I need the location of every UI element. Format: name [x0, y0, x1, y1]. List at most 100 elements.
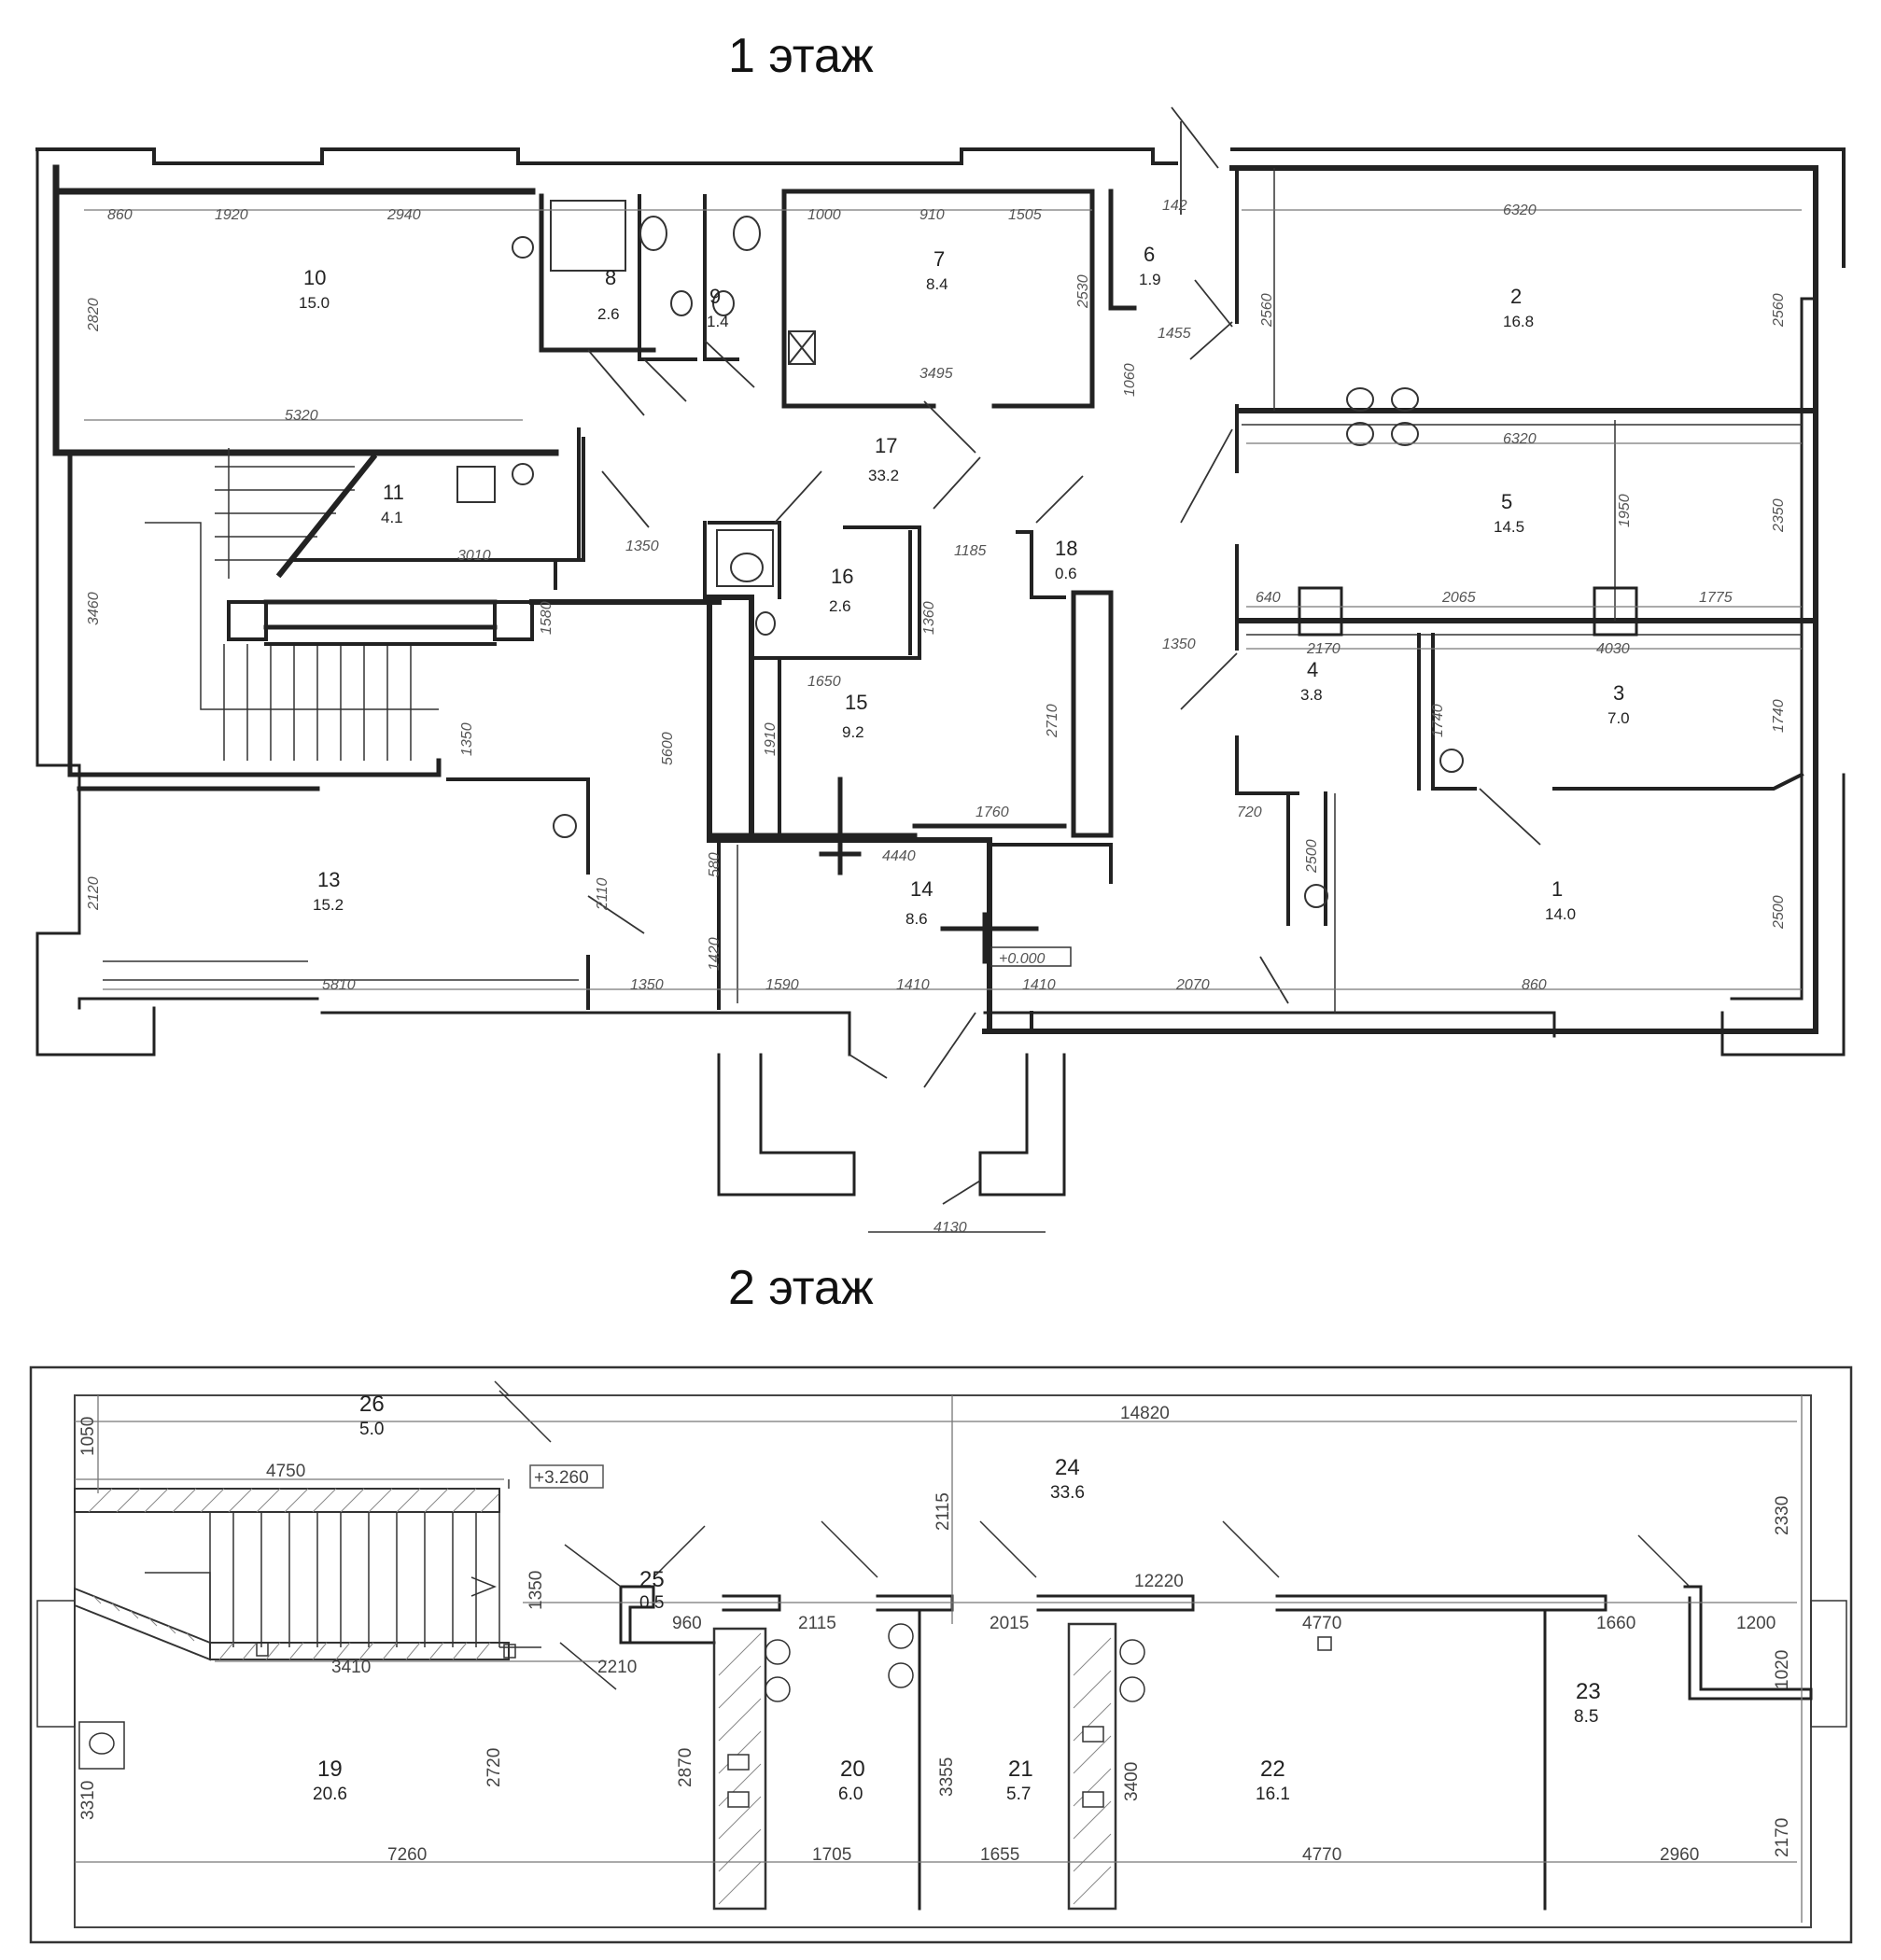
dimension-label: 640: [1256, 590, 1281, 606]
room-label-num: 9: [709, 285, 721, 308]
dimension-label: 6320: [1503, 203, 1537, 218]
dimension-label: 1410: [1022, 977, 1056, 993]
vestibule: [717, 1053, 1066, 1233]
room-label-area: 15.0: [299, 294, 330, 312]
room-label-num: 21: [1008, 1757, 1033, 1782]
dimension-label: 2170: [1306, 641, 1341, 657]
dimension-label: 3495: [919, 366, 953, 382]
room-label-num: 13: [317, 868, 340, 891]
room-label-num: 16: [831, 565, 853, 588]
dimension-label: 2110: [595, 877, 611, 911]
dimension-label: 2560: [1771, 293, 1787, 328]
room-label-num: 14: [910, 877, 933, 901]
dimension-label: 2960: [1660, 1845, 1699, 1865]
dimension-label: 1580: [539, 601, 554, 635]
dimension-label: 2120: [86, 876, 102, 911]
room-label-num: 4: [1307, 658, 1318, 681]
dimension-label: 1000: [807, 207, 841, 223]
dimension-label: 1505: [1008, 207, 1042, 223]
dimension-label: 1350: [459, 722, 475, 756]
dimension-label: 2560: [1259, 293, 1275, 328]
dimension-label: 2530: [1075, 274, 1091, 309]
dimension-label: 5600: [660, 732, 676, 765]
room-label-num: 26: [359, 1392, 385, 1417]
room-label-area: 5.7: [1006, 1785, 1031, 1804]
dimension-label: 5810: [322, 977, 356, 993]
dimension-label: 1350: [1162, 637, 1196, 652]
dimension-label: 1200: [1736, 1614, 1776, 1633]
room-label-area: 1.4: [707, 313, 729, 330]
dimension-label: 960: [672, 1614, 702, 1633]
dimension-label: 1910: [763, 722, 779, 756]
floor1-plan: 1 14.0 2 16.8 3 7.0 4 3.8 5 14.5 6 1.9 7…: [35, 106, 1846, 1236]
room-label-num: 23: [1576, 1679, 1601, 1704]
dimension-label: 1050: [78, 1417, 98, 1456]
room-label-num: 25: [639, 1567, 665, 1592]
dimension-label: 4750: [266, 1462, 305, 1481]
dimension-label: 860: [107, 207, 133, 223]
room-label-num: 15: [845, 691, 867, 714]
dimension-label: 142: [1162, 198, 1187, 214]
dimension-label: 2115: [933, 1492, 953, 1531]
dimension-label: 2500: [1304, 839, 1320, 874]
room-label-area: 14.0: [1545, 905, 1576, 923]
dimension-label: 3410: [331, 1658, 371, 1677]
dimension-label: 5320: [285, 408, 318, 424]
dimension-label: 1650: [807, 674, 841, 690]
dimension-label: 860: [1522, 977, 1547, 993]
dimension-label: 7260: [387, 1845, 427, 1865]
dimension-label: 1020: [1773, 1650, 1792, 1689]
dimension-label: 1360: [921, 601, 937, 635]
room-label-num: 8: [605, 266, 616, 289]
dimension-label: 3310: [78, 1781, 98, 1820]
dimension-label: 1740: [1430, 704, 1446, 737]
dimension-label: 1950: [1617, 494, 1633, 527]
room-label-area: 8.6: [905, 910, 928, 928]
outer-walls: [35, 147, 1846, 1057]
level-mark: +3.260: [534, 1468, 589, 1488]
dimension-label: 2500: [1771, 895, 1787, 930]
room-label-num: 24: [1055, 1455, 1080, 1480]
dimension-label: 2015: [990, 1614, 1029, 1633]
sink-icon: [1346, 387, 1419, 446]
dimension-label: 1655: [980, 1845, 1019, 1865]
dimension-label: 1740: [1771, 699, 1787, 733]
room-label-area: 16.8: [1503, 313, 1534, 330]
room-label-num: 6: [1144, 243, 1155, 266]
room-label-area: 16.1: [1256, 1785, 1290, 1804]
dimension-label: 2065: [1441, 590, 1476, 606]
room-label-num: 3: [1613, 681, 1624, 705]
dimension-label: 2870: [676, 1748, 695, 1787]
dimension-label: 1420: [707, 937, 723, 971]
dimension-label: 910: [919, 207, 945, 223]
room-label-num: 5: [1501, 490, 1512, 513]
dimension-label: 1350: [625, 539, 659, 554]
dimension-label: 6320: [1503, 431, 1537, 447]
room-label-area: 15.2: [313, 896, 344, 914]
dimension-label: 2170: [1773, 1818, 1792, 1857]
dimension-label: 1185: [954, 543, 987, 559]
room-label-num: 11: [383, 481, 404, 504]
room-label-area: 5.0: [359, 1420, 384, 1439]
dimension-label: 2210: [597, 1658, 637, 1677]
floor1-dimensions: 860 1920 2940 1000 910 1505 6320 3495 53…: [84, 198, 1802, 1236]
room-label-num: 22: [1260, 1757, 1285, 1782]
level-mark: +0.000: [999, 951, 1045, 967]
room-label-area: 2.6: [597, 305, 620, 323]
floor1-title: 1 этаж: [728, 29, 874, 83]
room-label-num: 1: [1551, 877, 1563, 901]
dimension-label: 1705: [812, 1845, 851, 1865]
dimension-label: 1455: [1158, 326, 1191, 342]
dimension-label: 580: [707, 852, 723, 877]
room-label-area: 7.0: [1607, 709, 1630, 727]
room-label-num: 17: [875, 434, 897, 457]
room-label-area: 1.9: [1139, 271, 1161, 288]
room-13-walls: [77, 777, 590, 1010]
hatch: [88, 1488, 500, 1513]
door-swings: [587, 106, 1541, 1205]
room-label-area: 0.5: [639, 1593, 664, 1613]
dimension-label: 1760: [976, 805, 1009, 820]
room-label-area: 33.6: [1050, 1483, 1085, 1503]
dimension-label: 2720: [484, 1748, 504, 1787]
room-label-num: 10: [303, 266, 326, 289]
